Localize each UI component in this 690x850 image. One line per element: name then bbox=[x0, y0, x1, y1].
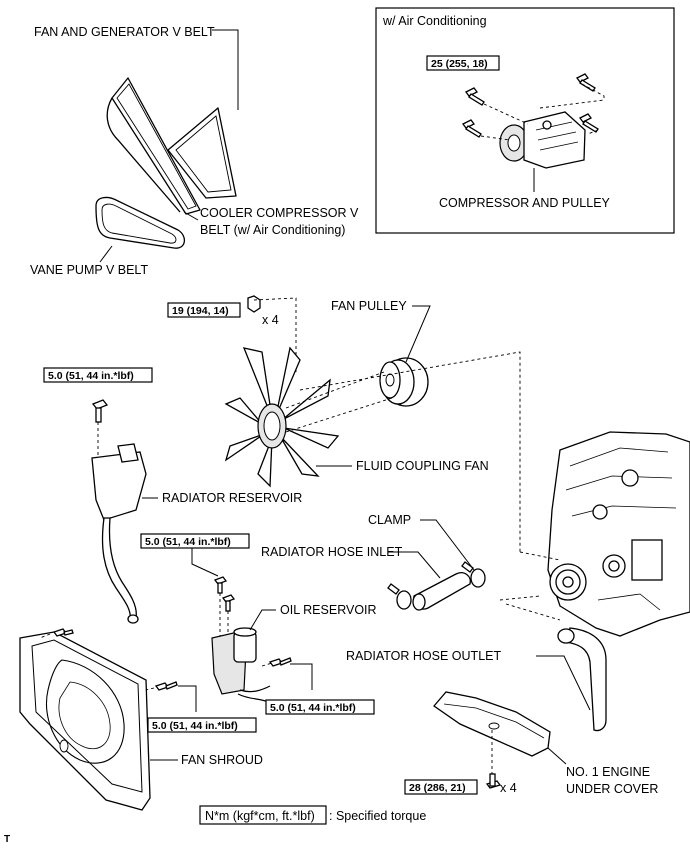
fluid-coupling-fan bbox=[224, 346, 340, 488]
cooler-compressor-v-belt bbox=[167, 107, 237, 199]
compressor-and-pulley bbox=[499, 111, 586, 169]
leader-fan-gen-belt bbox=[212, 29, 239, 110]
leader-cooler-belt bbox=[183, 211, 199, 221]
torque-box-compressor: 25 (255, 18) bbox=[426, 55, 500, 71]
under-cover-bolt bbox=[485, 773, 502, 789]
radiator-hose-inlet bbox=[412, 572, 471, 611]
label-clamp: CLAMP bbox=[368, 513, 411, 527]
leader-clamp bbox=[420, 519, 475, 571]
fan-dash-lines bbox=[285, 351, 521, 552]
engine-block bbox=[547, 431, 690, 637]
pulley-nut-dash bbox=[253, 297, 297, 372]
label-corner-mark: T bbox=[4, 834, 10, 845]
torque-box-shroud: 5.0 (51, 44 in.*lbf) bbox=[147, 717, 257, 733]
torque-box-oil-reservoir-side: 5.0 (51, 44 in.*lbf) bbox=[265, 699, 375, 715]
svg-text:25 (255, 18): 25 (255, 18) bbox=[431, 58, 488, 70]
torque-box-under-cover: 28 (286, 21) bbox=[404, 779, 478, 795]
clamp-left bbox=[387, 583, 412, 610]
fan-pulley bbox=[379, 357, 429, 407]
label-ac-title: w/ Air Conditioning bbox=[382, 14, 487, 28]
leader-under-cover bbox=[547, 747, 567, 765]
svg-text:19 (194, 14): 19 (194, 14) bbox=[172, 305, 229, 317]
legend-text: : Specified torque bbox=[329, 809, 426, 823]
fan-shroud bbox=[19, 631, 151, 811]
bolt-compressor bbox=[462, 73, 599, 138]
vane-pump-v-belt bbox=[95, 196, 185, 249]
leader-hose-outlet bbox=[536, 655, 591, 711]
torque-box-reservoir: 5.0 (51, 44 in.*lbf) bbox=[43, 367, 153, 383]
ac-inset-frame bbox=[375, 7, 675, 234]
leader-hose-inlet bbox=[388, 551, 441, 579]
label-under-cover-line2: UNDER COVER bbox=[566, 782, 658, 796]
svg-text:5.0 (51, 44 in.*lbf): 5.0 (51, 44 in.*lbf) bbox=[152, 720, 238, 732]
no1-engine-under-cover bbox=[433, 691, 551, 757]
torque-legend: N*m (kgf*cm, ft.*lbf) : Specified torque bbox=[199, 805, 426, 825]
label-oil-reservoir: OIL RESERVOIR bbox=[280, 603, 377, 617]
svg-text:5.0 (51, 44 in.*lbf): 5.0 (51, 44 in.*lbf) bbox=[270, 702, 356, 714]
label-fluid-coupling-fan: FLUID COUPLING FAN bbox=[356, 459, 489, 473]
label-fan-shroud: FAN SHROUD bbox=[181, 753, 263, 767]
qty-fan-pulley: x 4 bbox=[262, 313, 279, 327]
compressor-dash-lines bbox=[480, 83, 605, 141]
reservoir-bolt bbox=[91, 399, 109, 423]
label-fan-generator-belt: FAN AND GENERATOR V BELT bbox=[34, 25, 215, 39]
label-radiator-hose-outlet: RADIATOR HOSE OUTLET bbox=[346, 649, 501, 663]
svg-text:5.0 (51, 44 in.*lbf): 5.0 (51, 44 in.*lbf) bbox=[145, 536, 231, 548]
label-cooler-belt-line2: BELT (w/ Air Conditioning) bbox=[200, 223, 345, 237]
engine-dash-lines bbox=[499, 551, 561, 621]
svg-text:28 (286, 21): 28 (286, 21) bbox=[409, 782, 466, 794]
torque-box-fan-pulley: 19 (194, 14) bbox=[167, 302, 241, 318]
label-cooler-belt-line1: COOLER COMPRESSOR V bbox=[200, 206, 359, 220]
leader-fan-pulley bbox=[405, 305, 431, 363]
oil-reservoir bbox=[211, 627, 271, 703]
label-under-cover-line1: NO. 1 ENGINE bbox=[566, 765, 650, 779]
label-fan-pulley: FAN PULLEY bbox=[331, 299, 407, 313]
torque-box-oil-reservoir-top: 5.0 (51, 44 in.*lbf) bbox=[140, 533, 250, 549]
label-radiator-reservoir: RADIATOR RESERVOIR bbox=[162, 491, 302, 505]
fan-pulley-nut bbox=[247, 295, 261, 313]
svg-text:5.0 (51, 44 in.*lbf): 5.0 (51, 44 in.*lbf) bbox=[48, 370, 134, 382]
qty-under-cover: x 4 bbox=[500, 781, 517, 795]
radiator-hose-outlet bbox=[557, 627, 607, 732]
label-vane-pump-belt: VANE PUMP V BELT bbox=[30, 263, 148, 277]
leader-shroud-torque bbox=[178, 685, 197, 712]
fan-generator-v-belt bbox=[106, 77, 201, 215]
label-radiator-hose-inlet: RADIATOR HOSE INLET bbox=[261, 545, 403, 559]
leader-oil-torque-side bbox=[290, 663, 313, 690]
shroud-bolts bbox=[52, 628, 178, 691]
radiator-reservoir bbox=[91, 443, 147, 624]
shroud-dash bbox=[39, 633, 155, 691]
oil-reservoir-bolts bbox=[213, 576, 292, 667]
label-compressor: COMPRESSOR AND PULLEY bbox=[439, 196, 611, 210]
leader-oil-torque-top bbox=[191, 548, 219, 577]
leader-oil-reservoir bbox=[249, 609, 276, 631]
leader-vane-belt bbox=[99, 245, 113, 263]
clamp-right bbox=[461, 561, 486, 588]
oil-reservoir-dash bbox=[219, 593, 273, 667]
legend-unit: N*m (kgf*cm, ft.*lbf) bbox=[205, 809, 315, 823]
